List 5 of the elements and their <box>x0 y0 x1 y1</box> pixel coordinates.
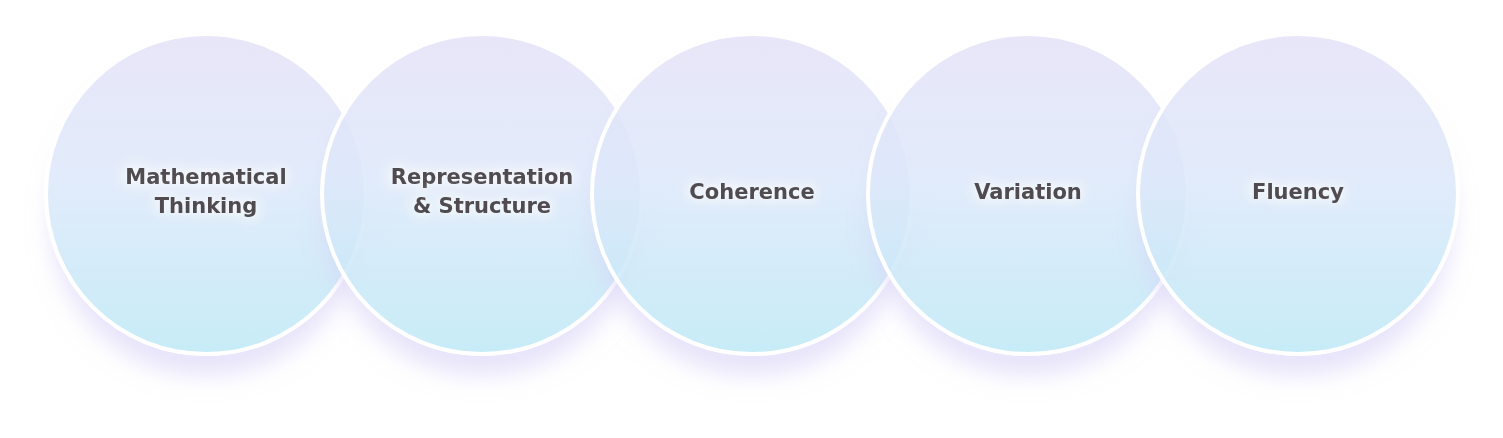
circle-label: Fluency <box>1251 178 1345 206</box>
circle-label: Representation & Structure <box>389 164 575 220</box>
circle-label: Mathematical Thinking <box>124 164 288 220</box>
circle-label: Coherence <box>688 178 816 206</box>
circle-label: Variation <box>973 178 1083 206</box>
